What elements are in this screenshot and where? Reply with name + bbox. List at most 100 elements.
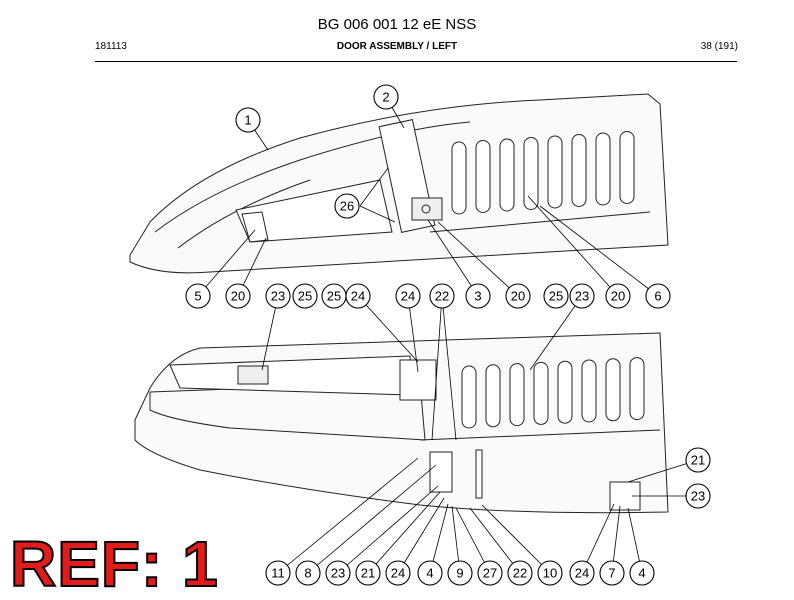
callout-number: 5 xyxy=(194,289,201,304)
callout-24: 24 xyxy=(569,560,595,586)
callout-3: 3 xyxy=(465,283,491,309)
callout-24: 24 xyxy=(385,560,411,586)
door-top-view xyxy=(129,93,669,274)
callout-circle xyxy=(373,84,399,110)
callout-number: 7 xyxy=(608,566,615,581)
header-rule xyxy=(95,61,737,62)
callout-number: 24 xyxy=(401,289,415,304)
callout-circle xyxy=(645,283,671,309)
section-title: DOOR ASSEMBLY / LEFT xyxy=(336,41,458,52)
callout-number: 22 xyxy=(513,566,527,581)
callout-circle xyxy=(295,560,321,586)
callout-number: 25 xyxy=(298,289,312,304)
callout-27: 27 xyxy=(477,560,503,586)
callout-number: 20 xyxy=(231,289,245,304)
callout-number: 25 xyxy=(327,289,341,304)
vent-slat xyxy=(619,131,635,204)
callout-25: 25 xyxy=(543,283,569,309)
callout-number: 24 xyxy=(351,289,365,304)
document-title: BG 006 001 12 eE NSS xyxy=(317,16,477,33)
callout-25: 25 xyxy=(321,283,347,309)
callout-circle xyxy=(334,193,360,219)
callout-circle xyxy=(599,560,625,586)
callout-circle xyxy=(505,283,531,309)
vent-slat xyxy=(557,360,573,424)
callout-23: 23 xyxy=(685,483,711,509)
callout-circle xyxy=(429,283,455,309)
callout-8: 8 xyxy=(295,560,321,586)
callout-circle xyxy=(325,560,351,586)
callout-circle xyxy=(629,560,655,586)
callout-circle xyxy=(265,560,291,586)
callout-circle xyxy=(477,560,503,586)
ref-label: REF: 1 xyxy=(9,528,219,600)
callout-circle xyxy=(355,560,381,586)
callout-circle xyxy=(569,283,595,309)
vent-slat xyxy=(451,141,467,215)
callout-circle xyxy=(345,283,371,309)
vent-slat xyxy=(571,134,587,207)
callout-circle xyxy=(447,560,473,586)
vent-slat xyxy=(485,364,501,428)
callout-23: 23 xyxy=(265,283,291,309)
callout-5: 5 xyxy=(185,283,211,309)
callout-circle xyxy=(265,283,291,309)
callout-number: 6 xyxy=(654,289,661,304)
callout-20: 20 xyxy=(605,283,631,309)
callout-24: 24 xyxy=(395,283,421,309)
callout-22: 22 xyxy=(507,560,533,586)
callout-number: 27 xyxy=(483,566,497,581)
callout-7: 7 xyxy=(599,560,625,586)
callout-number: 23 xyxy=(271,289,285,304)
callout-21: 21 xyxy=(355,560,381,586)
callout-21: 21 xyxy=(685,447,711,473)
callout-circle xyxy=(685,447,711,473)
callout-circle xyxy=(569,560,595,586)
callout-number: 25 xyxy=(549,289,563,304)
callout-11: 11 xyxy=(265,560,291,586)
callout-number: 24 xyxy=(391,566,405,581)
callout-circle xyxy=(235,107,261,133)
callout-circle xyxy=(685,483,711,509)
callout-22: 22 xyxy=(429,283,455,309)
callout-number: 23 xyxy=(331,566,345,581)
callout-24: 24 xyxy=(345,283,371,309)
callout-23: 23 xyxy=(325,560,351,586)
callout-circle xyxy=(465,283,491,309)
vent-slat xyxy=(461,365,477,429)
callout-6: 6 xyxy=(645,283,671,309)
callout-20: 20 xyxy=(505,283,531,309)
callout-number: 11 xyxy=(271,566,285,581)
callout-number: 24 xyxy=(575,566,589,581)
callout-number: 26 xyxy=(340,199,354,214)
callout-9: 9 xyxy=(447,560,473,586)
vent-slat xyxy=(629,357,645,421)
callout-circle xyxy=(395,283,421,309)
callout-number: 1 xyxy=(244,113,251,128)
callout-number: 21 xyxy=(691,453,705,468)
vent-slat xyxy=(523,137,539,210)
callout-circle xyxy=(185,283,211,309)
callout-number: 4 xyxy=(426,566,433,581)
vent-slat xyxy=(475,140,491,213)
callout-number: 10 xyxy=(543,566,557,581)
vent-slats-top xyxy=(451,131,635,215)
vent-slat xyxy=(605,358,621,422)
callout-26: 26 xyxy=(334,193,360,219)
vent-slats-bottom xyxy=(461,357,645,429)
callout-circle xyxy=(507,560,533,586)
callout-number: 20 xyxy=(611,289,625,304)
callout-number: 3 xyxy=(474,289,481,304)
page-number: 38 (191) xyxy=(700,41,738,52)
callout-number: 2 xyxy=(382,90,389,105)
callout-23: 23 xyxy=(569,283,595,309)
vent-slat xyxy=(595,132,611,206)
vent-slat xyxy=(581,359,597,423)
callout-4: 4 xyxy=(417,560,443,586)
vent-slat xyxy=(547,135,563,209)
vent-slat xyxy=(509,363,525,427)
callout-circle xyxy=(417,560,443,586)
callout-number: 4 xyxy=(638,566,645,581)
callout-2: 2 xyxy=(373,84,399,110)
